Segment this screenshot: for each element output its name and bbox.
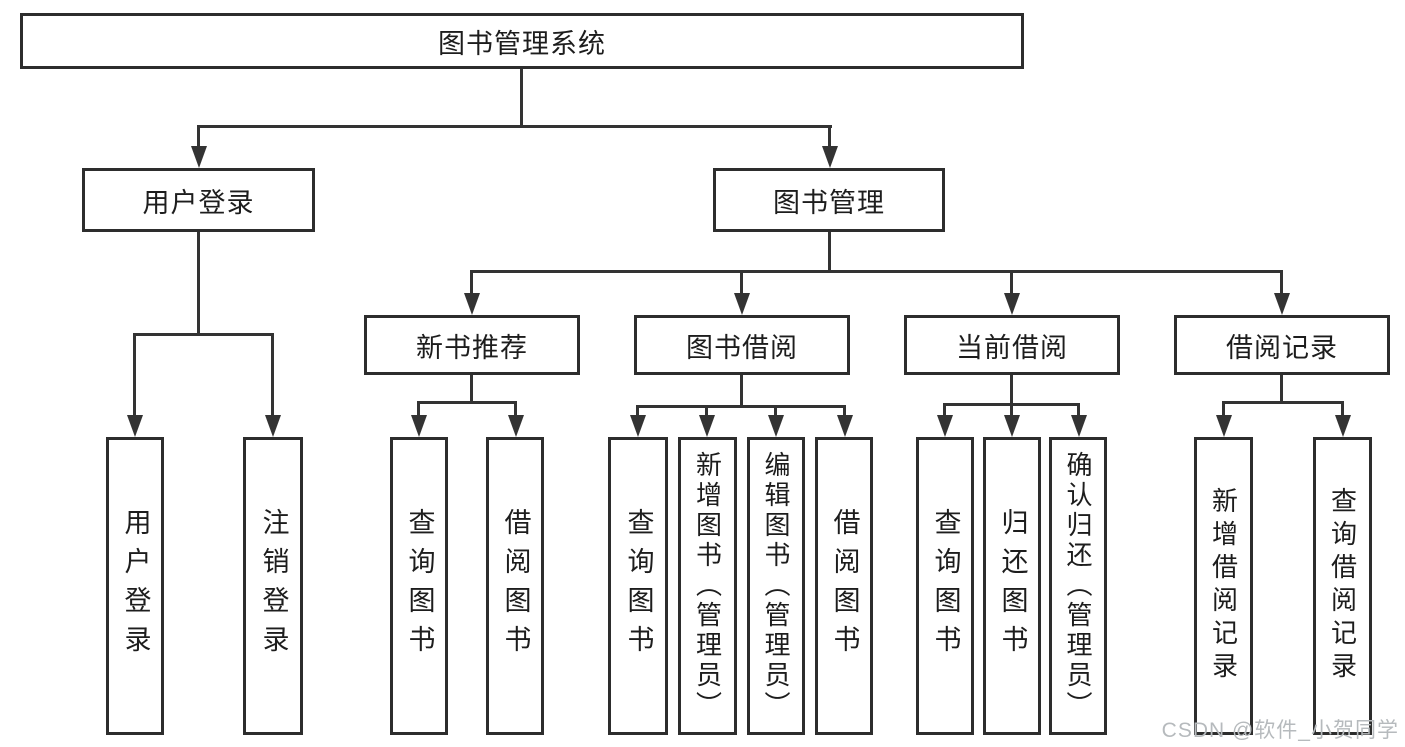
node-new-book-recommend: 新书推荐 — [364, 315, 580, 375]
arrowhead-nb-query — [411, 415, 427, 437]
connector-drop-cb-query — [943, 403, 946, 417]
connector-new-book-crossbar — [417, 401, 517, 404]
connector-root-stem — [520, 69, 523, 127]
arrowhead-bb-query — [630, 415, 646, 437]
leaf-label: 编辑图书（管理员） — [761, 451, 791, 721]
connector-book-borrow-stem — [740, 375, 743, 408]
arrowhead-cb-return — [1004, 415, 1020, 437]
leaf-nb-query-books: 查询图书 — [390, 437, 448, 735]
connector-drop-bb-add — [705, 405, 708, 417]
leaf-bb-add-books-admin: 新增图书（管理员） — [678, 437, 737, 735]
leaf-label: 查询图书 — [930, 508, 961, 664]
arrowhead-bb-edit — [768, 415, 784, 437]
leaf-bb-edit-books-admin: 编辑图书（管理员） — [747, 437, 805, 735]
connector-drop-new-book — [470, 270, 473, 295]
leaf-nb-borrow-books: 借阅图书 — [486, 437, 544, 735]
connector-drop-book-borrow — [740, 270, 743, 295]
arrowhead-book-borrow — [734, 293, 750, 315]
connector-drop-br-add — [1222, 401, 1225, 417]
arrowhead-cb-query — [937, 415, 953, 437]
leaf-logout: 注销登录 — [243, 437, 303, 735]
leaf-label: 查询图书 — [623, 508, 654, 664]
connector-borrow-records-stem — [1280, 375, 1283, 404]
connector-user-login-crossbar — [133, 333, 274, 336]
connector-drop-borrow-records — [1280, 270, 1283, 295]
connector-drop-leaf-login — [133, 333, 136, 417]
connector-drop-cb-return — [1010, 403, 1013, 417]
arrowhead-cb-confirm — [1071, 415, 1087, 437]
arrowhead-current-borrow — [1004, 293, 1020, 315]
node-label: 用户登录 — [142, 187, 255, 218]
node-book-management: 图书管理 — [713, 168, 945, 232]
leaf-label: 新增图书（管理员） — [692, 451, 723, 721]
leaf-user-login: 用户登录 — [106, 437, 164, 735]
connector-drop-br-query — [1341, 401, 1344, 417]
connector-new-book-stem — [470, 375, 473, 404]
leaf-label: 用户登录 — [120, 508, 151, 664]
node-label: 图书管理 — [773, 187, 885, 218]
connector-drop-nb-borrow — [514, 401, 517, 417]
connector-drop-user-login — [197, 125, 200, 148]
arrowhead-new-book — [464, 293, 480, 315]
connector-user-login-stem — [197, 232, 200, 336]
connector-drop-book-management — [828, 125, 831, 148]
arrowhead-br-query — [1335, 415, 1351, 437]
connector-drop-nb-query — [417, 401, 420, 417]
leaf-label: 借阅图书 — [829, 508, 860, 664]
leaf-cb-return-books: 归还图书 — [983, 437, 1041, 735]
connector-drop-bb-borrow — [843, 405, 846, 417]
node-current-borrowing: 当前借阅 — [904, 315, 1120, 375]
node-label: 新书推荐 — [416, 332, 528, 363]
arrowhead-leaf-login — [127, 415, 143, 437]
arrowhead-book-management — [822, 146, 838, 168]
node-label: 图书管理系统 — [438, 28, 606, 59]
connector-drop-cb-confirm — [1077, 403, 1080, 417]
leaf-bb-query-books: 查询图书 — [608, 437, 668, 735]
node-user-login: 用户登录 — [82, 168, 315, 232]
arrowhead-bb-add — [699, 415, 715, 437]
connector-book-management-stem — [828, 232, 831, 273]
leaf-cb-confirm-return-admin: 确认归还（管理员） — [1049, 437, 1107, 735]
leaf-br-add-record: 新增借阅记录 — [1194, 437, 1253, 735]
arrowhead-bb-borrow — [837, 415, 853, 437]
node-label: 借阅记录 — [1226, 332, 1338, 363]
leaf-label: 注销登录 — [258, 508, 289, 664]
leaf-label: 确认归还（管理员） — [1063, 451, 1093, 721]
node-book-borrowing: 图书借阅 — [634, 315, 850, 375]
leaf-label: 借阅图书 — [500, 508, 531, 664]
leaf-label: 查询图书 — [404, 508, 435, 664]
node-book-management-system: 图书管理系统 — [20, 13, 1024, 69]
connector-book-borrow-crossbar — [636, 405, 846, 408]
connector-drop-current-borrow — [1010, 270, 1013, 295]
node-label: 图书借阅 — [686, 332, 798, 363]
connector-drop-bb-edit — [774, 405, 777, 417]
leaf-label: 新增借阅记录 — [1208, 487, 1239, 685]
leaf-br-query-record: 查询借阅记录 — [1313, 437, 1372, 735]
leaf-cb-query-books: 查询图书 — [916, 437, 974, 735]
leaf-label: 查询借阅记录 — [1327, 487, 1358, 685]
arrowhead-br-add — [1216, 415, 1232, 437]
connector-drop-bb-query — [636, 405, 639, 417]
connector-borrow-records-crossbar — [1222, 401, 1344, 404]
arrowhead-user-login — [191, 146, 207, 168]
node-borrowing-records: 借阅记录 — [1174, 315, 1390, 375]
connector-current-borrow-stem — [1010, 375, 1013, 406]
connector-root-crossbar — [197, 125, 832, 128]
arrowhead-leaf-logout — [265, 415, 281, 437]
csdn-watermark: CSDN @软件_小贺同学 — [1161, 719, 1399, 742]
connector-book-management-crossbar — [470, 270, 1283, 273]
arrowhead-borrow-records — [1274, 293, 1290, 315]
node-label: 当前借阅 — [956, 332, 1068, 363]
leaf-label: 归还图书 — [997, 508, 1028, 664]
arrowhead-nb-borrow — [508, 415, 524, 437]
leaf-bb-borrow-books: 借阅图书 — [815, 437, 873, 735]
connector-drop-leaf-logout — [271, 333, 274, 417]
